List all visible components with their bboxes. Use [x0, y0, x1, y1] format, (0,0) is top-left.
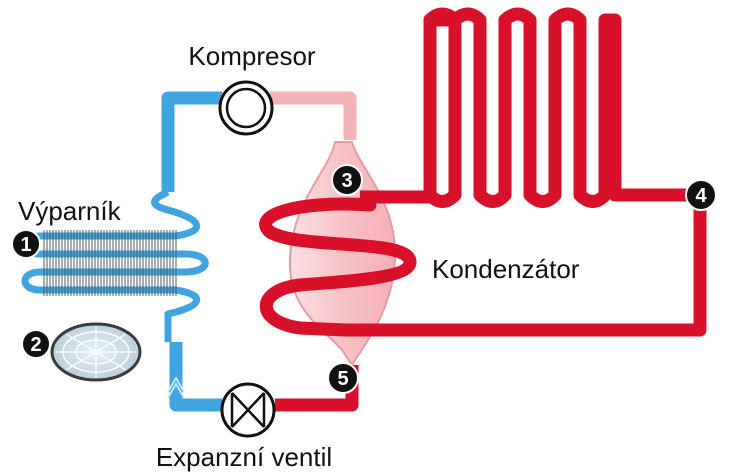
badge-1: 1: [11, 229, 41, 259]
badge-3: 3: [331, 164, 363, 196]
evaporator-inlet-pipe: [169, 342, 222, 412]
badge-2: 2: [21, 329, 51, 359]
discharge-pipe: [270, 91, 357, 140]
radiator-top-bend: [425, 7, 460, 26]
evaporator-fins: [43, 230, 177, 296]
evaporator-coil: [21, 188, 209, 342]
condenser-coil-lower: [259, 278, 352, 337]
compressor-label: Kompresor: [188, 41, 315, 71]
condenser-coil-upper: [259, 197, 417, 292]
expansion-valve-icon: [220, 382, 276, 438]
condenser-label: Kondenzátor: [432, 254, 580, 284]
svg-text:1: 1: [20, 234, 31, 256]
svg-text:5: 5: [337, 368, 348, 390]
flow-arrow-icon: [167, 375, 185, 399]
condenser-inlet-pipe: [360, 13, 455, 204]
condenser-return-pipe: [345, 195, 707, 337]
svg-text:2: 2: [30, 334, 41, 356]
svg-text:3: 3: [341, 170, 352, 192]
badge-4: 4: [685, 179, 717, 211]
fan-icon: [50, 322, 142, 382]
radiator-bottom-bend: [425, 190, 460, 208]
svg-text:4: 4: [695, 185, 707, 207]
radiator-coil: [423, 7, 707, 208]
expansion-valve-label: Expanzní ventil: [156, 442, 332, 472]
evaporator-label: Výparník: [18, 196, 122, 226]
badge-5: 5: [327, 362, 359, 394]
suction-pipe: [161, 91, 222, 192]
